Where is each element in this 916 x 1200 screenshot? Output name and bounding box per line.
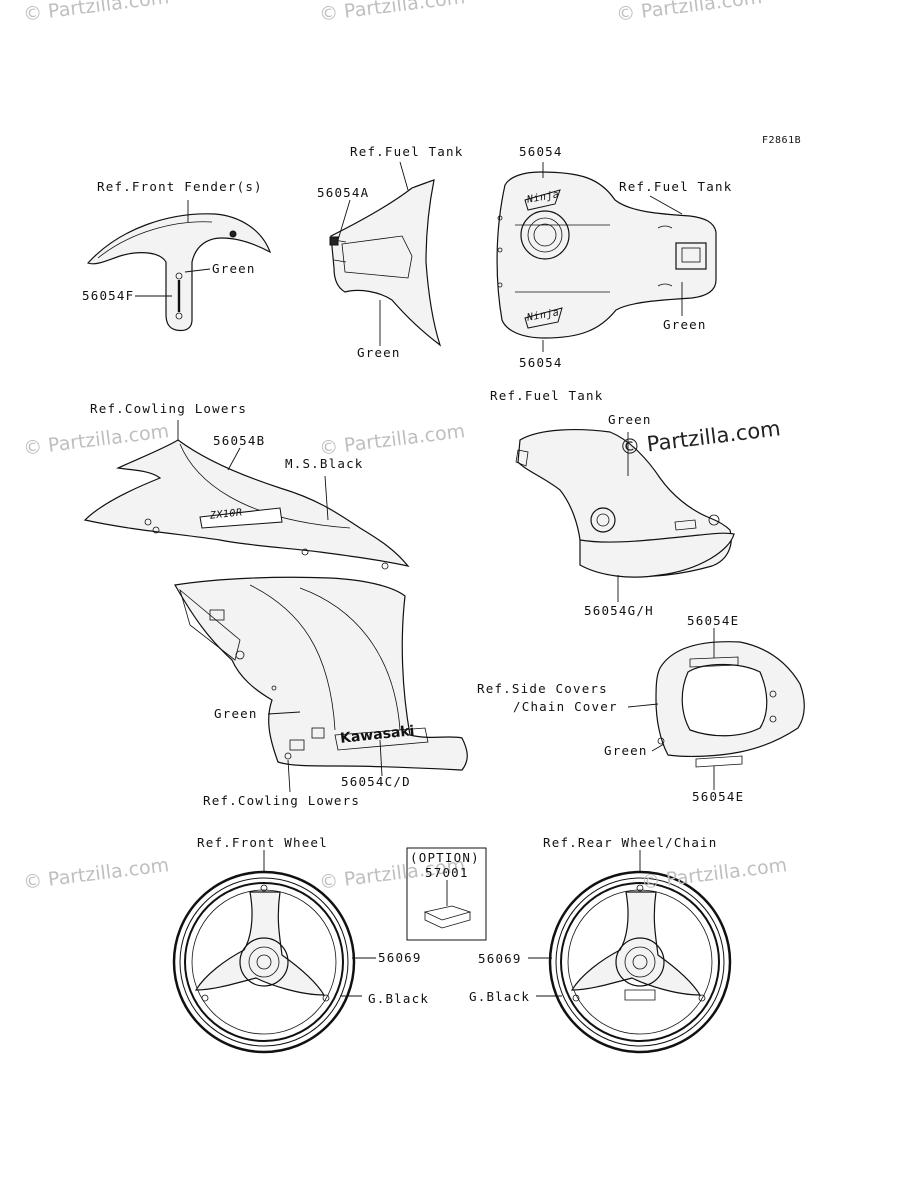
label-ref-cowling-lowers-2: Ref.Cowling Lowers [203, 793, 361, 808]
label-56054f: 56054F [82, 288, 135, 303]
label-ref-fuel-tank-3: Ref.Fuel Tank [490, 388, 604, 403]
fuel-tank-side [515, 429, 735, 602]
front-wheel [172, 850, 376, 1054]
label-ref-cowling-lowers-1: Ref.Cowling Lowers [90, 401, 248, 416]
lower-cowling [174, 576, 468, 793]
fuel-tank-front [329, 161, 442, 347]
label-chain-cover: /Chain Cover [513, 699, 618, 714]
label-57001: 57001 [425, 865, 469, 880]
label-ref-fuel-tank-1: Ref.Fuel Tank [350, 144, 464, 159]
fuel-tank-top [496, 162, 717, 352]
label-56054a: 56054A [317, 185, 370, 200]
label-56054-bottom: 56054 [519, 355, 563, 370]
label-56054gh: 56054G/H [584, 603, 654, 618]
label-56054-top: 56054 [519, 144, 563, 159]
label-56069-rear: 56069 [478, 951, 522, 966]
label-ref-rear-wheel: Ref.Rear Wheel/Chain [543, 835, 718, 850]
label-ref-side-covers: Ref.Side Covers [477, 681, 608, 696]
label-56069-front: 56069 [378, 950, 422, 965]
upper-cowling [83, 420, 410, 570]
label-gblack-front: G.Black [368, 991, 430, 1006]
rear-wheel [528, 850, 732, 1054]
label-gblack-rear: G.Black [469, 989, 531, 1004]
label-green-tank-2: Green [663, 317, 707, 332]
front-fender [86, 200, 272, 332]
label-ref-front-wheel: Ref.Front Wheel [197, 835, 328, 850]
label-green-fender: Green [212, 261, 256, 276]
label-green-tank-1: Green [357, 345, 401, 360]
label-56054e-bottom: 56054E [692, 789, 745, 804]
seat-cowl [627, 628, 805, 790]
label-ref-front-fender: Ref.Front Fender(s) [97, 179, 263, 194]
label-56054e-top: 56054E [687, 613, 740, 628]
label-ms-black: M.S.Black [285, 456, 364, 471]
label-option: (OPTION) [410, 850, 480, 865]
label-green-cowl: Green [214, 706, 258, 721]
label-56054b: 56054B [213, 433, 266, 448]
option-box [406, 847, 487, 941]
label-56054cd: 56054C/D [341, 774, 411, 789]
label-green-tank-3: Green [608, 412, 652, 427]
label-ref-fuel-tank-2: Ref.Fuel Tank [619, 179, 733, 194]
figure-code: F2861B [762, 135, 802, 146]
label-green-side: Green [604, 743, 648, 758]
